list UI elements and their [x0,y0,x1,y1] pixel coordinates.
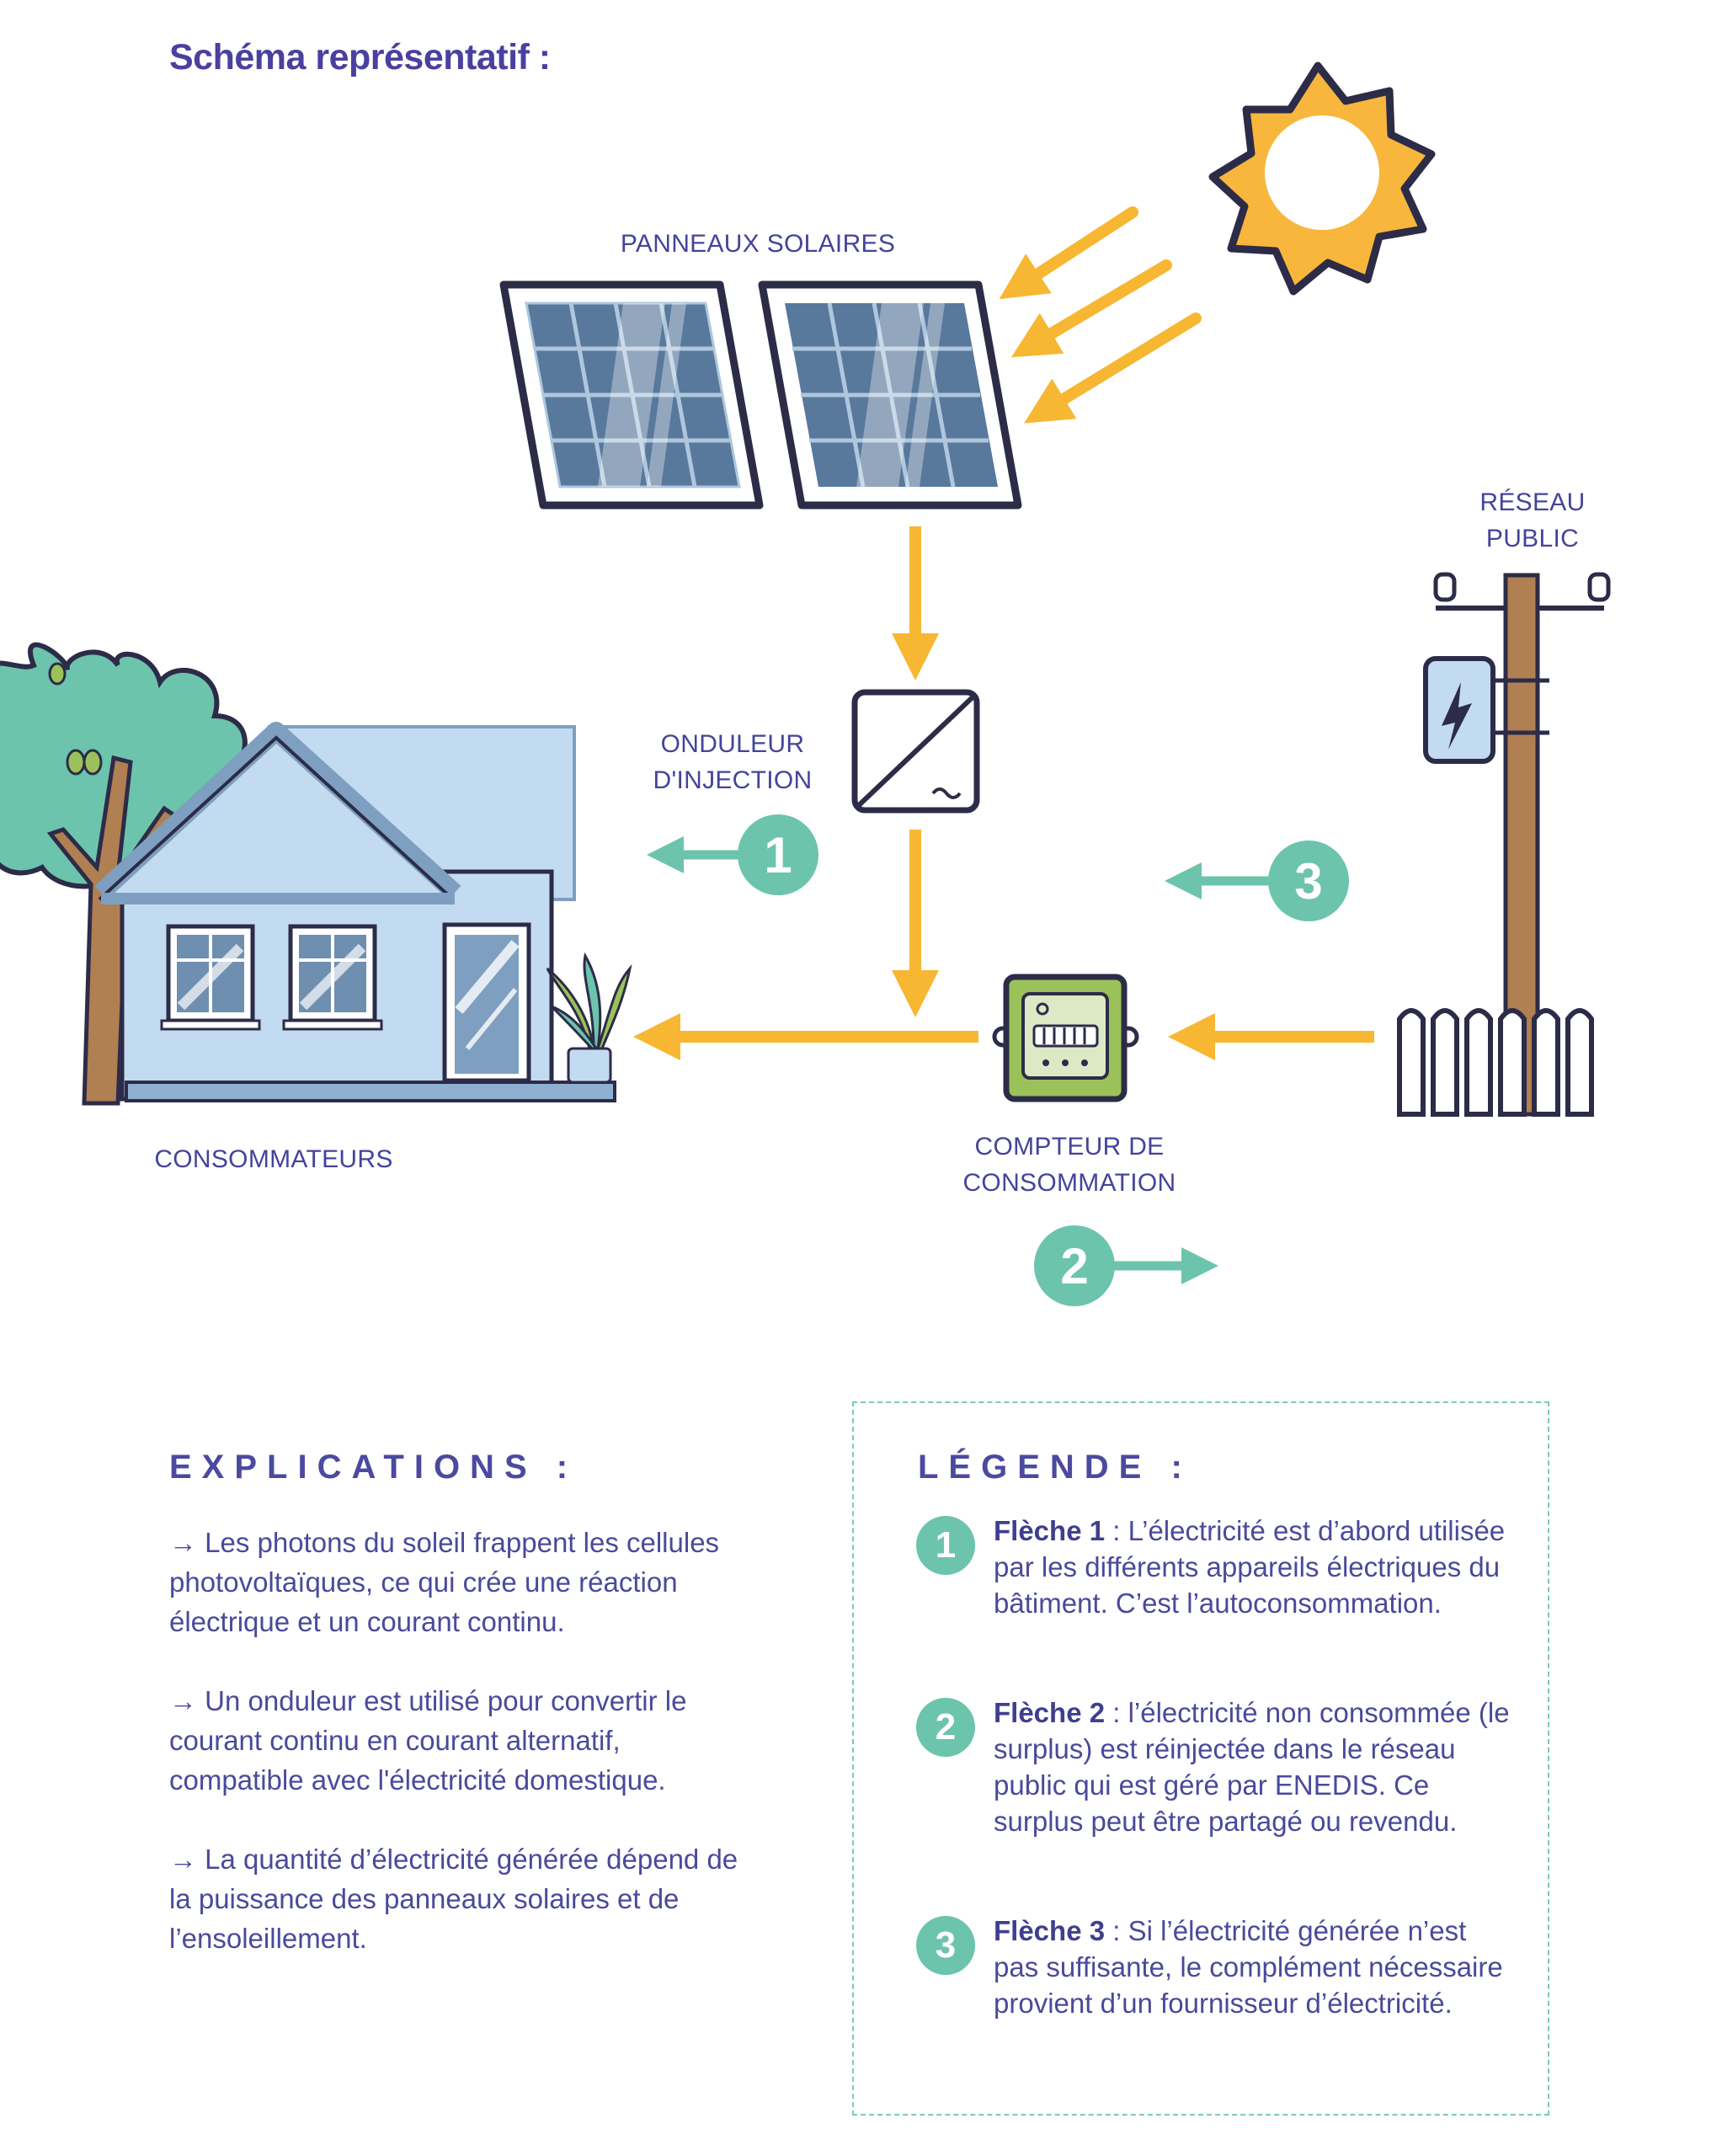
sun-rays [999,206,1202,424]
legend-text-1: Flèche 1 : L’électricité est d’abord uti… [994,1513,1516,1621]
arrow-3: 3 [1165,841,1349,921]
legend-desc-1: : L’électricité est d’abord utilisée par… [994,1515,1506,1619]
plant-icon [546,952,632,1084]
electric-meter-icon [992,974,1139,1102]
label-grid-line2: PUBLIC [1485,525,1580,552]
legend-text-3: Flèche 3 : Si l’électricité générée n’es… [994,1913,1516,2021]
sun-icon [1208,61,1436,296]
legend-name-3: Flèche 3 [994,1915,1106,1946]
legend-list: 1 Flèche 1 : L’électricité est d’abord u… [916,1513,1522,2089]
label-panels: PANNEAUX SOLAIRES [620,230,896,258]
legende-title: LÉGENDE : [918,1449,1192,1486]
inverter-icon [851,689,980,814]
label-inverter: ONDULEUR D'INJECTION [632,726,834,798]
explication-item: → Un onduleur est utilisé pour convertir… [169,1685,687,1796]
legend-badge-2: 2 [916,1698,975,1757]
explications-title: EXPLICATIONS : [169,1449,578,1486]
legend-badge-1: 1 [916,1516,975,1575]
legend-desc-3: : Si l’électricité générée n’est pas suf… [994,1915,1503,2019]
label-consumers: CONSOMMATEURS [154,1145,393,1173]
house-icon [94,722,632,1102]
page-title: Schéma représentatif : [169,37,551,77]
label-grid-line1: RÉSEAU [1479,488,1586,516]
legend-desc-2: : l’électricité non consommée (le surplu… [994,1697,1510,1837]
label-inverter-line2: D'INJECTION [653,766,813,794]
explications-list: → Les photons du soleil frappent les cel… [169,1523,742,1998]
legend-text-2: Flèche 2 : l’électricité non consommée (… [994,1694,1516,1839]
legend-name-1: Flèche 1 [994,1515,1106,1546]
label-meter-line2: CONSOMMATION [962,1169,1176,1197]
label-meter-line1: COMPTEUR DE [974,1133,1165,1161]
badge-3: 3 [1294,853,1322,910]
badge-2: 2 [1060,1238,1088,1294]
solar-diagram: 1 3 2 [0,61,1611,1306]
legend-badge-3: 3 [916,1916,975,1975]
legend-box [852,1401,1549,2116]
label-meter: COMPTEUR DE CONSOMMATION [935,1129,1204,1201]
legend-name-2: Flèche 2 [994,1697,1106,1728]
badge-1: 1 [764,827,792,883]
explication-item: → Les photons du soleil frappent les cel… [169,1527,720,1637]
label-grid: RÉSEAU PUBLIC [1448,484,1617,557]
fence-icon [1397,1008,1594,1117]
explication-item: → La quantité d’électricité générée dépe… [169,1844,738,1954]
label-inverter-line1: ONDULEUR [660,730,805,758]
arrow-1: 1 [647,814,818,895]
arrow-2: 2 [1034,1225,1218,1306]
solar-panel-icon [499,280,1022,510]
